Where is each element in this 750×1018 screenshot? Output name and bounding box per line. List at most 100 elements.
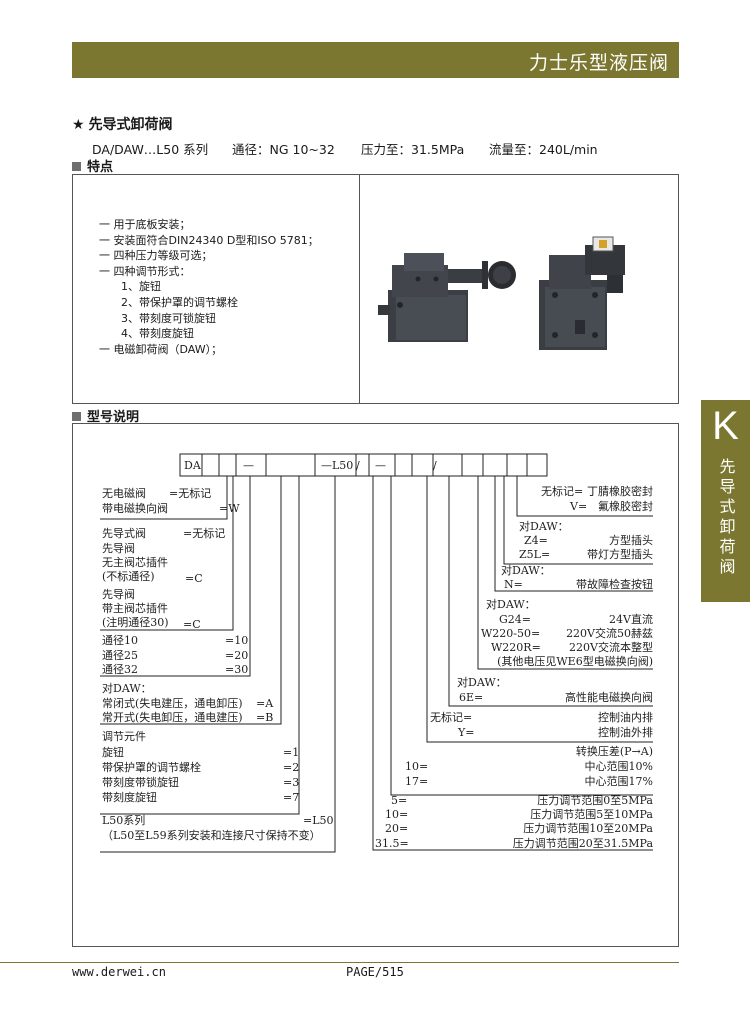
value-normally-closed: =A bbox=[256, 697, 274, 710]
product-title-text: 先导式卸荷阀 bbox=[88, 117, 173, 133]
code-slash-2: / bbox=[433, 459, 437, 472]
side-tab-text: 先导式卸荷阀 bbox=[716, 458, 736, 578]
value-10pct: 中心范围10% bbox=[585, 759, 653, 773]
code-dash-2: — bbox=[375, 459, 386, 472]
spec-series: DA/DAW…L50 系列 bbox=[92, 142, 209, 157]
value-g24: 24V直流 bbox=[609, 612, 653, 626]
feature-item: 3、带刻度可锁旋钮 bbox=[99, 311, 216, 325]
value-w220r: 220V交流本整型 bbox=[569, 640, 653, 654]
spec-pressure: 压力至：31.5MPa bbox=[361, 142, 465, 157]
features-heading: 特点 bbox=[72, 156, 113, 175]
code-dash-1: — bbox=[243, 459, 254, 472]
label-l50: L50系列 bbox=[102, 813, 145, 827]
key-internal-drain: 无标记= bbox=[430, 710, 472, 724]
value-z5l: 带灯方型插头 bbox=[587, 547, 653, 561]
value-l50: =L50 bbox=[303, 814, 334, 827]
model-heading: 型号说明 bbox=[72, 406, 139, 425]
label-ng10: 通径10 bbox=[102, 634, 138, 647]
feature-item: 一 安装面符合DIN24340 D型和ISO 5781； bbox=[99, 233, 319, 247]
key-17pct: 17= bbox=[405, 775, 428, 788]
key-w220-50: W220-50= bbox=[481, 627, 540, 640]
value-nbr: 丁腈橡胶密封 bbox=[587, 484, 653, 498]
label-pilot-c2-c: (注明通径30) bbox=[102, 615, 169, 629]
value-lock-knob: =3 bbox=[283, 776, 299, 789]
star-icon: ★ bbox=[72, 117, 85, 133]
value-pilot-c1: =C bbox=[185, 572, 203, 585]
label-pilot-c1-c: (不标通径) bbox=[102, 569, 155, 583]
label-scale-knob: 带刻度旋钮 bbox=[102, 790, 157, 804]
key-z4: Z4= bbox=[524, 534, 548, 547]
value-fkm: 氟橡胶密封 bbox=[598, 499, 653, 513]
square-bullet-icon bbox=[72, 412, 81, 421]
value-p10: 压力调节范围5至10MPa bbox=[530, 807, 653, 821]
feature-item: 一 四种压力等级可选； bbox=[99, 249, 213, 263]
label-l50-note: （L50至L59系列安装和连接尺寸保持不变） bbox=[102, 828, 321, 842]
label-pilot-valve: 先导式阀 bbox=[102, 526, 146, 540]
label-with-solenoid: 带电磁换向阀 bbox=[102, 501, 168, 515]
value-screw: =2 bbox=[283, 761, 299, 774]
daw-head-4: 对DAW： bbox=[486, 597, 536, 611]
label-pilot-c2-b: 带主阀芯插件 bbox=[102, 601, 168, 615]
code-l50: —L50 bbox=[321, 459, 353, 472]
value-pilot-valve: =无标记 bbox=[183, 526, 225, 540]
side-tab: K 先导式卸荷阀 bbox=[701, 400, 750, 602]
value-scale-knob: =7 bbox=[283, 791, 299, 804]
value-no-solenoid: =无标记 bbox=[169, 486, 211, 500]
key-n: N= bbox=[504, 578, 523, 591]
label-pilot-c2: 先导阀 bbox=[102, 587, 135, 601]
model-box: DA — —L50 / — / 无电磁 bbox=[72, 423, 679, 947]
key-p5: 5= bbox=[391, 794, 407, 807]
valve-photo-da bbox=[378, 253, 516, 342]
label-knob: 旋钮 bbox=[102, 745, 124, 759]
valve-photo-daw bbox=[539, 236, 625, 350]
value-external-drain: 控制油外排 bbox=[598, 725, 653, 739]
value-n: 带故障检查按钮 bbox=[576, 577, 653, 591]
label-normally-closed: 常闭式(失电建压，通电卸压) bbox=[102, 696, 243, 710]
features-list: 一 用于底板安装； 一 安装面符合DIN24340 D型和ISO 5781； 一… bbox=[99, 217, 319, 357]
label-screw: 带保护罩的调节螺栓 bbox=[102, 760, 201, 774]
product-title: ★先导式卸荷阀 bbox=[72, 114, 173, 134]
value-ng25: =20 bbox=[225, 649, 248, 662]
key-10pct: 10= bbox=[405, 760, 428, 773]
value-pilot-c2: =C bbox=[183, 618, 201, 631]
value-17pct: 中心范围17% bbox=[585, 774, 653, 788]
key-6e: 6E= bbox=[459, 691, 483, 704]
key-p315: 31.5= bbox=[375, 837, 409, 850]
key-nbr: 无标记= bbox=[541, 484, 583, 498]
model-code-diagram: DA — —L50 / — / 无电磁 bbox=[100, 453, 653, 853]
value-p20: 压力调节范围10至20MPa bbox=[523, 821, 653, 835]
right-leaders bbox=[372, 476, 653, 851]
features-box: 一 用于底板安装； 一 安装面符合DIN24340 D型和ISO 5781； 一… bbox=[72, 174, 679, 404]
value-z4: 方型插头 bbox=[609, 533, 653, 547]
header-title: 力士乐型液压阀 bbox=[528, 52, 669, 74]
left-labels: 无电磁阀 =无标记 带电磁换向阀 =W 先导式阀 =无标记 先导阀 无主阀芯插件… bbox=[102, 486, 334, 842]
value-knob: =1 bbox=[283, 746, 299, 759]
feature-item: 2、带保护罩的调节螺栓 bbox=[99, 295, 238, 309]
label-no-solenoid: 无电磁阀 bbox=[102, 486, 146, 500]
voltage-note: (其他电压见WE6型电磁换向阀) bbox=[497, 654, 653, 668]
header-bar: 力士乐型液压阀 bbox=[72, 42, 679, 78]
value-p315: 压力调节范围20至31.5MPa bbox=[513, 836, 654, 850]
value-w220-50: 220V交流50赫兹 bbox=[566, 626, 653, 640]
value-p5: 压力调节范围0至5MPa bbox=[537, 793, 653, 807]
feature-item: 一 四种调节形式： bbox=[99, 264, 191, 278]
label-pilot-c1-b: 无主阀芯插件 bbox=[102, 555, 168, 569]
key-g24: G24= bbox=[499, 613, 531, 626]
switch-diff-head: 转换压差(P→A) bbox=[576, 744, 653, 758]
code-da: DA bbox=[184, 459, 202, 472]
square-bullet-icon bbox=[72, 162, 81, 171]
spec-size: 通径：NG 10~32 bbox=[232, 142, 335, 157]
side-tab-letter: K bbox=[712, 404, 739, 448]
feature-item: 一 电磁卸荷阀（DAW）； bbox=[99, 342, 223, 356]
feature-item: 4、带刻度旋钮 bbox=[99, 327, 194, 341]
right-labels: 无标记= 丁腈橡胶密封 V= 氟橡胶密封 对DAW： Z4= 方型插头 Z5L=… bbox=[375, 484, 653, 850]
key-p10: 10= bbox=[385, 808, 408, 821]
feature-item: 一 用于底板安装； bbox=[99, 218, 191, 231]
code-boxes bbox=[179, 453, 548, 477]
key-external-drain: Y= bbox=[457, 726, 474, 739]
footer-url[interactable]: www.derwei.cn bbox=[72, 965, 166, 979]
value-with-solenoid: =W bbox=[219, 502, 240, 515]
footer-divider bbox=[0, 962, 679, 963]
features-heading-text: 特点 bbox=[87, 160, 114, 175]
daw-head-2: 对DAW： bbox=[519, 519, 569, 533]
